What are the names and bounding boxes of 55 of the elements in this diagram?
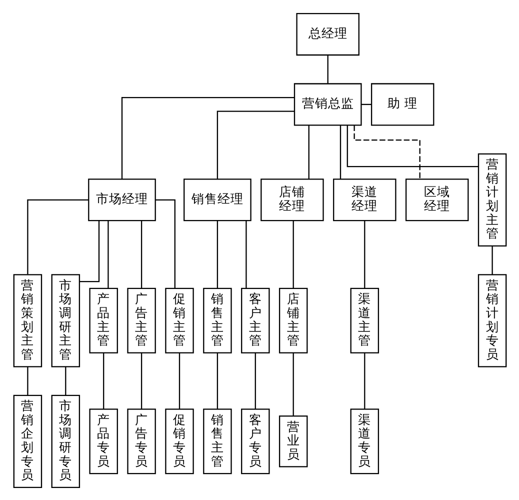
connector	[155, 198, 175, 288]
node-box: 市场调研专员	[50, 394, 80, 488]
node-box: 营销计划专员	[477, 274, 506, 367]
connector	[364, 352, 365, 408]
connector	[216, 110, 294, 178]
node-box: 渠道主管	[350, 287, 379, 353]
node-box: 促销专员	[164, 408, 194, 474]
node-box: 营销总监	[293, 82, 362, 126]
connector	[364, 220, 365, 288]
connector	[140, 352, 142, 408]
connector	[26, 366, 28, 395]
node-box: 店铺经理	[260, 178, 324, 221]
connector	[360, 103, 371, 105]
connector	[79, 220, 100, 282]
connector	[491, 246, 492, 274]
connector	[339, 124, 341, 178]
connector	[64, 366, 66, 395]
node-box: 营销策划主管	[12, 274, 42, 367]
node-box: 销售主管	[202, 287, 232, 353]
node-box: 广告专员	[126, 408, 156, 474]
connector	[346, 124, 478, 167]
connector	[140, 220, 142, 288]
node-box: 区域经理	[404, 178, 468, 221]
node-box: 销售经理	[183, 178, 251, 221]
node-box: 营业员	[278, 415, 308, 467]
node-box: 产品主管	[88, 287, 118, 353]
connector	[178, 352, 180, 408]
node-box: 市场调研主管	[50, 274, 80, 367]
connector	[102, 352, 104, 408]
connector	[254, 352, 256, 408]
node-box: 总经理	[296, 12, 359, 56]
node-box: 渠道经理	[332, 178, 396, 221]
connector	[245, 220, 246, 288]
node-box: 店铺主管	[278, 287, 308, 353]
node-box: 市场经理	[88, 178, 156, 221]
connector	[216, 220, 218, 288]
node-box: 广告主管	[126, 287, 156, 353]
node-box: 客户主管	[240, 287, 270, 353]
node-box: 产品专员	[88, 408, 118, 474]
connector	[120, 96, 294, 179]
node-box: 客户专员	[240, 408, 270, 474]
connector	[216, 352, 218, 408]
node-box: 销售主管	[202, 408, 232, 474]
node-box: 渠道专员	[350, 408, 379, 474]
node-box: 促销主管	[164, 287, 194, 353]
connector	[353, 124, 420, 178]
node-box: 营销企划专员	[12, 394, 42, 488]
node-box: 助 理	[370, 82, 434, 126]
connector	[292, 220, 294, 288]
connector	[292, 352, 294, 416]
node-box: 营销计划主管	[477, 152, 506, 246]
connector	[308, 124, 309, 178]
connector	[326, 54, 328, 83]
connector	[26, 198, 88, 274]
connector	[107, 220, 108, 288]
